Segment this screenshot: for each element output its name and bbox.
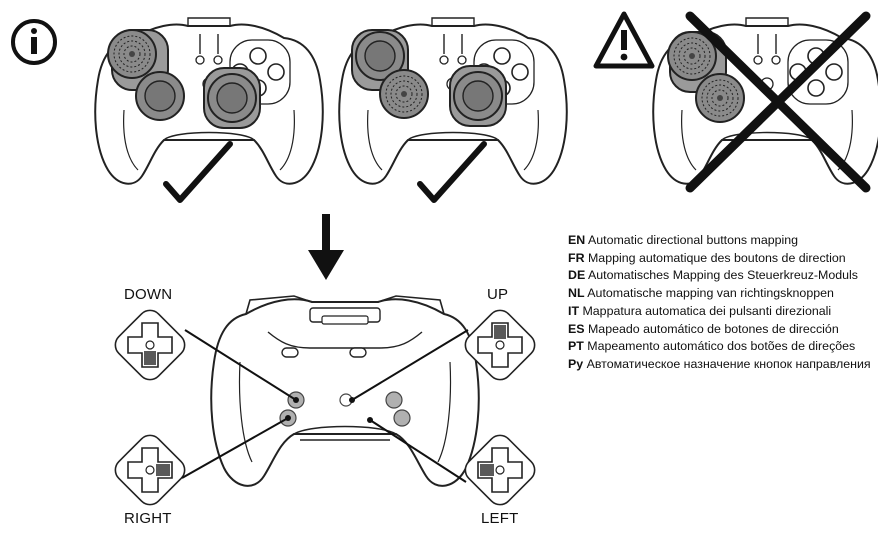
legend-text: Automatisches Mapping des Steuerkreuz-Mo… [587, 268, 858, 283]
language-legend: EN Automatic directional buttons mapping… [568, 232, 874, 374]
legend-code: PT [568, 339, 584, 354]
connector-dots [285, 397, 373, 423]
controller-correct-2 [338, 17, 568, 185]
controller-back [210, 295, 480, 487]
legend-text: Mapping automatique des boutons de direc… [587, 250, 846, 265]
legend-text: Mapeado automático de botones de direcci… [587, 321, 839, 336]
connector-lines [181, 329, 469, 483]
legend-code: Ру [568, 356, 584, 371]
label-down: DOWN [124, 286, 173, 303]
legend-code: IT [568, 303, 580, 318]
dpad-icon [109, 429, 191, 511]
dpad-icon [459, 304, 541, 386]
legend-entry-ru: Ру Автоматическое назначение кнопок напр… [568, 356, 874, 374]
legend-text: Mapeamento automático dos botões de dire… [587, 339, 856, 354]
warning-icon [593, 11, 655, 69]
legend-code: DE [568, 268, 586, 283]
label-up: UP [487, 286, 509, 303]
legend-code: FR [568, 250, 585, 265]
legend-text: Automatic directional buttons mapping [587, 233, 799, 247]
info-icon [11, 19, 57, 65]
legend-entry-en: EN Automatic directional buttons mapping [568, 232, 874, 250]
legend-entry-it: IT Mappatura automatica dei pulsanti dir… [568, 303, 874, 321]
legend-text: Automatische mapping van richtingsknoppe… [587, 286, 834, 301]
arrow-down-icon [308, 214, 344, 280]
legend-entry-es: ES Mapeado automático de botones de dire… [568, 321, 874, 339]
legend-entry-pt: PT Mapeamento automático dos botões de d… [568, 338, 874, 356]
checkmark-icon [163, 141, 233, 203]
checkmark-icon [417, 141, 487, 203]
legend-code: ES [568, 321, 585, 336]
cross-icon [685, 11, 871, 193]
legend-entry-fr: FR Mapping automatique des boutons de di… [568, 250, 874, 268]
label-right: RIGHT [124, 510, 172, 527]
label-left: LEFT [481, 510, 519, 527]
legend-text: Mappatura automatica dei pulsanti direzi… [582, 303, 832, 318]
dpad-icon [459, 429, 541, 511]
controller-correct-1 [94, 17, 324, 185]
legend-code: EN [568, 233, 586, 247]
legend-entry-de: DE Automatisches Mapping des Steuerkreuz… [568, 267, 874, 285]
dpad-icon [109, 304, 191, 386]
legend-code: NL [568, 286, 585, 301]
legend-entry-nl: NL Automatische mapping van richtingskno… [568, 285, 874, 303]
legend-text: Автоматическое назначение кнопок направл… [586, 356, 871, 371]
